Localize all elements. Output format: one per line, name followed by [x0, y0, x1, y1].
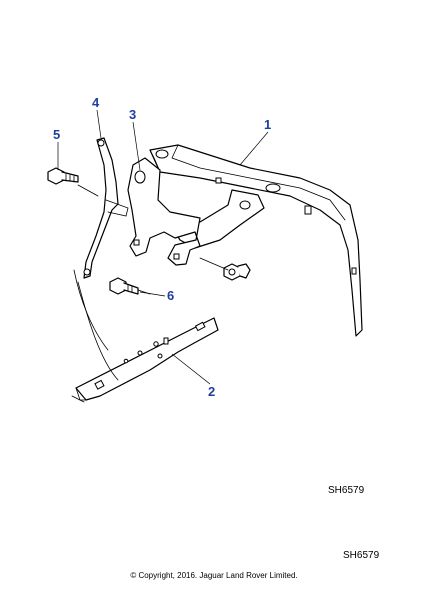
bolt-part-5	[47, 167, 79, 185]
bracket-part-1	[149, 144, 363, 337]
callout-4: 4	[92, 95, 100, 110]
strap-part-4	[83, 137, 129, 279]
diagram-reference-inner: SH6579	[328, 485, 365, 496]
callout-2: 2	[208, 384, 215, 399]
plate-part-2	[71, 317, 219, 403]
diagram-reference-outer: SH6579	[343, 550, 380, 561]
callout-5: 5	[53, 127, 60, 142]
callout-3: 3	[129, 107, 136, 122]
callout-1: 1	[264, 117, 271, 132]
bracket-part-3	[127, 157, 201, 266]
bolt-part-6	[109, 277, 139, 295]
leader-lines	[57, 109, 269, 385]
copyright-text: © Copyright, 2016. Jaguar Land Rover Lim…	[130, 571, 297, 580]
callout-6: 6	[167, 288, 174, 303]
nut-clip	[223, 263, 251, 281]
